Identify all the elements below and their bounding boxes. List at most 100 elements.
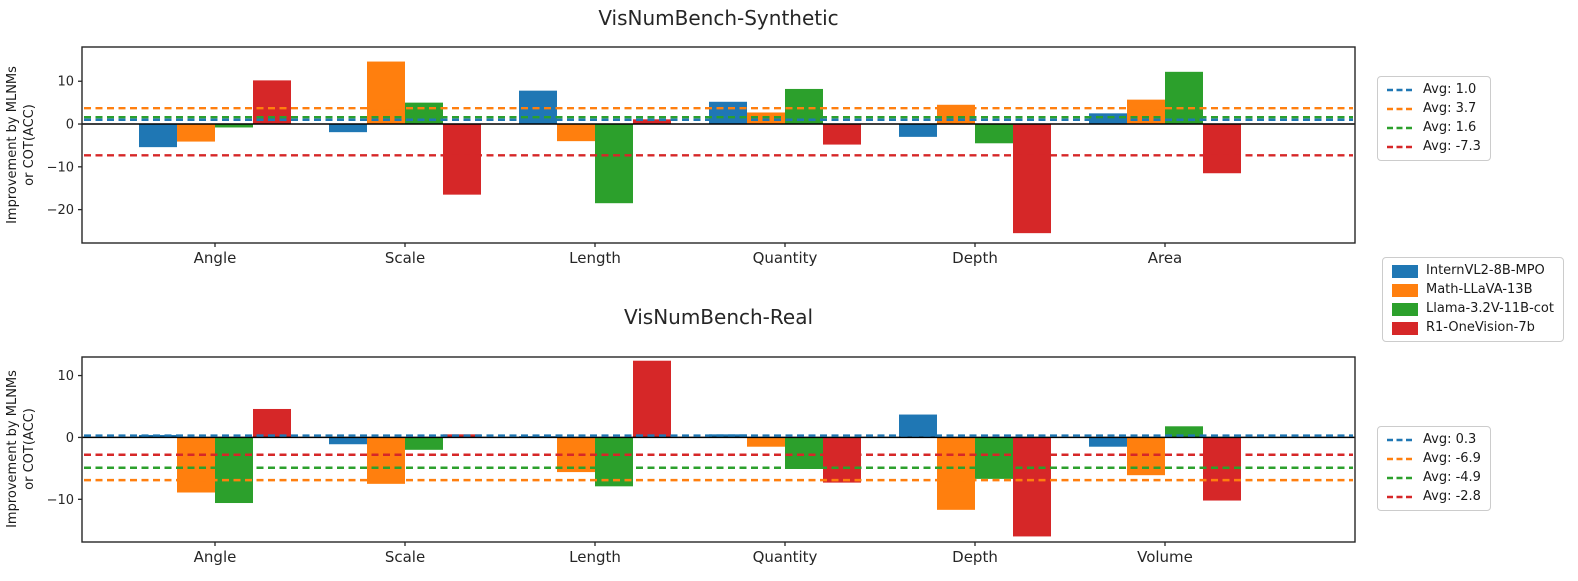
bar bbox=[177, 124, 215, 142]
dashed-line-sample bbox=[1387, 145, 1415, 149]
legend-item: Avg: -4.9 bbox=[1387, 470, 1481, 486]
bar bbox=[177, 437, 215, 493]
y-tick-label: 10 bbox=[57, 369, 74, 384]
x-category-label: Quantity bbox=[753, 548, 818, 566]
legend-label: Avg: 1.6 bbox=[1423, 120, 1477, 135]
legend-label: Avg: 0.3 bbox=[1423, 432, 1477, 447]
legend-item: Avg: 3.7 bbox=[1387, 101, 1481, 117]
legend-label: Avg: 3.7 bbox=[1423, 101, 1477, 116]
x-category-label: Area bbox=[1148, 249, 1183, 267]
legend-label: InternVL2-8B-MPO bbox=[1426, 263, 1545, 278]
legend-label: Avg: -6.9 bbox=[1423, 451, 1481, 466]
legend-item: Avg: 0.3 bbox=[1387, 432, 1481, 448]
x-category-label: Quantity bbox=[753, 249, 818, 267]
x-category-label: Volume bbox=[1137, 548, 1193, 566]
bar bbox=[633, 360, 671, 438]
bar bbox=[975, 124, 1013, 144]
y-axis-label-real: Improvement by MLNMs or COT(ACC) bbox=[5, 370, 37, 528]
legend-item: R1-OneVision-7b bbox=[1392, 320, 1554, 336]
color-swatch bbox=[1392, 321, 1418, 335]
legend-item: Math-LLaVA-13B bbox=[1392, 282, 1554, 298]
bar bbox=[367, 437, 405, 484]
bar bbox=[633, 119, 671, 125]
bar bbox=[1089, 437, 1127, 447]
bar bbox=[215, 437, 253, 504]
bar bbox=[1013, 437, 1051, 537]
legend-item: Avg: -2.8 bbox=[1387, 489, 1481, 505]
bar bbox=[557, 124, 595, 142]
legend-item: Llama-3.2V-11B-cot bbox=[1392, 301, 1554, 317]
bar bbox=[937, 437, 975, 510]
chart-title-synthetic: VisNumBench-Synthetic bbox=[598, 6, 839, 30]
bar bbox=[1203, 124, 1241, 174]
bar bbox=[747, 437, 785, 447]
legend-label: Avg: -2.8 bbox=[1423, 489, 1481, 504]
bar bbox=[899, 414, 937, 438]
bar bbox=[823, 437, 861, 483]
bar bbox=[975, 437, 1013, 479]
bar bbox=[215, 124, 253, 128]
y-tick-label: 0 bbox=[66, 118, 74, 133]
x-category-label: Length bbox=[569, 249, 621, 267]
bar bbox=[785, 437, 823, 469]
legend-label: Math-LLaVA-13B bbox=[1426, 282, 1533, 297]
y-tick-label: −20 bbox=[47, 203, 74, 218]
dashed-line-sample bbox=[1387, 476, 1415, 480]
dashed-line-sample bbox=[1387, 438, 1415, 442]
bar bbox=[595, 124, 633, 204]
dashed-line-sample bbox=[1387, 457, 1415, 461]
legend-label: Avg: -4.9 bbox=[1423, 470, 1481, 485]
legend-models: InternVL2-8B-MPO Math-LLaVA-13B Llama-3.2V… bbox=[1382, 257, 1564, 342]
bar bbox=[367, 61, 405, 125]
y-tick-label: 10 bbox=[57, 75, 74, 90]
x-category-label: Depth bbox=[952, 249, 998, 267]
legend-item: Avg: 1.6 bbox=[1387, 120, 1481, 136]
bar bbox=[405, 437, 443, 450]
bar bbox=[1165, 71, 1203, 125]
bar bbox=[329, 124, 367, 133]
bar bbox=[443, 434, 481, 438]
plot-border bbox=[81, 356, 1356, 543]
bar bbox=[899, 124, 937, 137]
bar bbox=[823, 124, 861, 145]
bar bbox=[329, 437, 367, 445]
x-category-label: Scale bbox=[385, 249, 425, 267]
color-swatch bbox=[1392, 283, 1418, 297]
x-category-label: Depth bbox=[952, 548, 998, 566]
bar bbox=[139, 124, 177, 148]
x-category-label: Length bbox=[569, 548, 621, 566]
bar bbox=[1127, 437, 1165, 476]
bar bbox=[443, 124, 481, 195]
chart-title-real: VisNumBench-Real bbox=[623, 305, 814, 329]
bar bbox=[1013, 124, 1051, 234]
legend-label: Llama-3.2V-11B-cot bbox=[1426, 301, 1554, 316]
legend-item: Avg: 1.0 bbox=[1387, 82, 1481, 98]
color-swatch bbox=[1392, 302, 1418, 316]
y-tick-label: 0 bbox=[66, 431, 74, 446]
bar bbox=[1203, 437, 1241, 501]
color-swatch bbox=[1392, 264, 1418, 278]
dashed-line-sample bbox=[1387, 126, 1415, 130]
bar bbox=[253, 408, 291, 438]
plot-border bbox=[81, 46, 1356, 244]
legend-item: Avg: -7.3 bbox=[1387, 139, 1481, 155]
x-category-label: Angle bbox=[194, 249, 237, 267]
legend-item: Avg: -6.9 bbox=[1387, 451, 1481, 467]
y-axis-label-synthetic: Improvement by MLNMs or COT(ACC) bbox=[5, 66, 37, 224]
bar bbox=[557, 437, 595, 473]
dashed-line-sample bbox=[1387, 107, 1415, 111]
x-category-label: Angle bbox=[194, 548, 237, 566]
legend-label: Avg: 1.0 bbox=[1423, 82, 1477, 97]
legend-label: R1-OneVision-7b bbox=[1426, 320, 1535, 335]
dashed-line-sample bbox=[1387, 88, 1415, 92]
y-tick-label: −10 bbox=[47, 160, 74, 175]
dashed-line-sample bbox=[1387, 495, 1415, 499]
bar bbox=[595, 437, 633, 487]
bar bbox=[937, 104, 975, 125]
